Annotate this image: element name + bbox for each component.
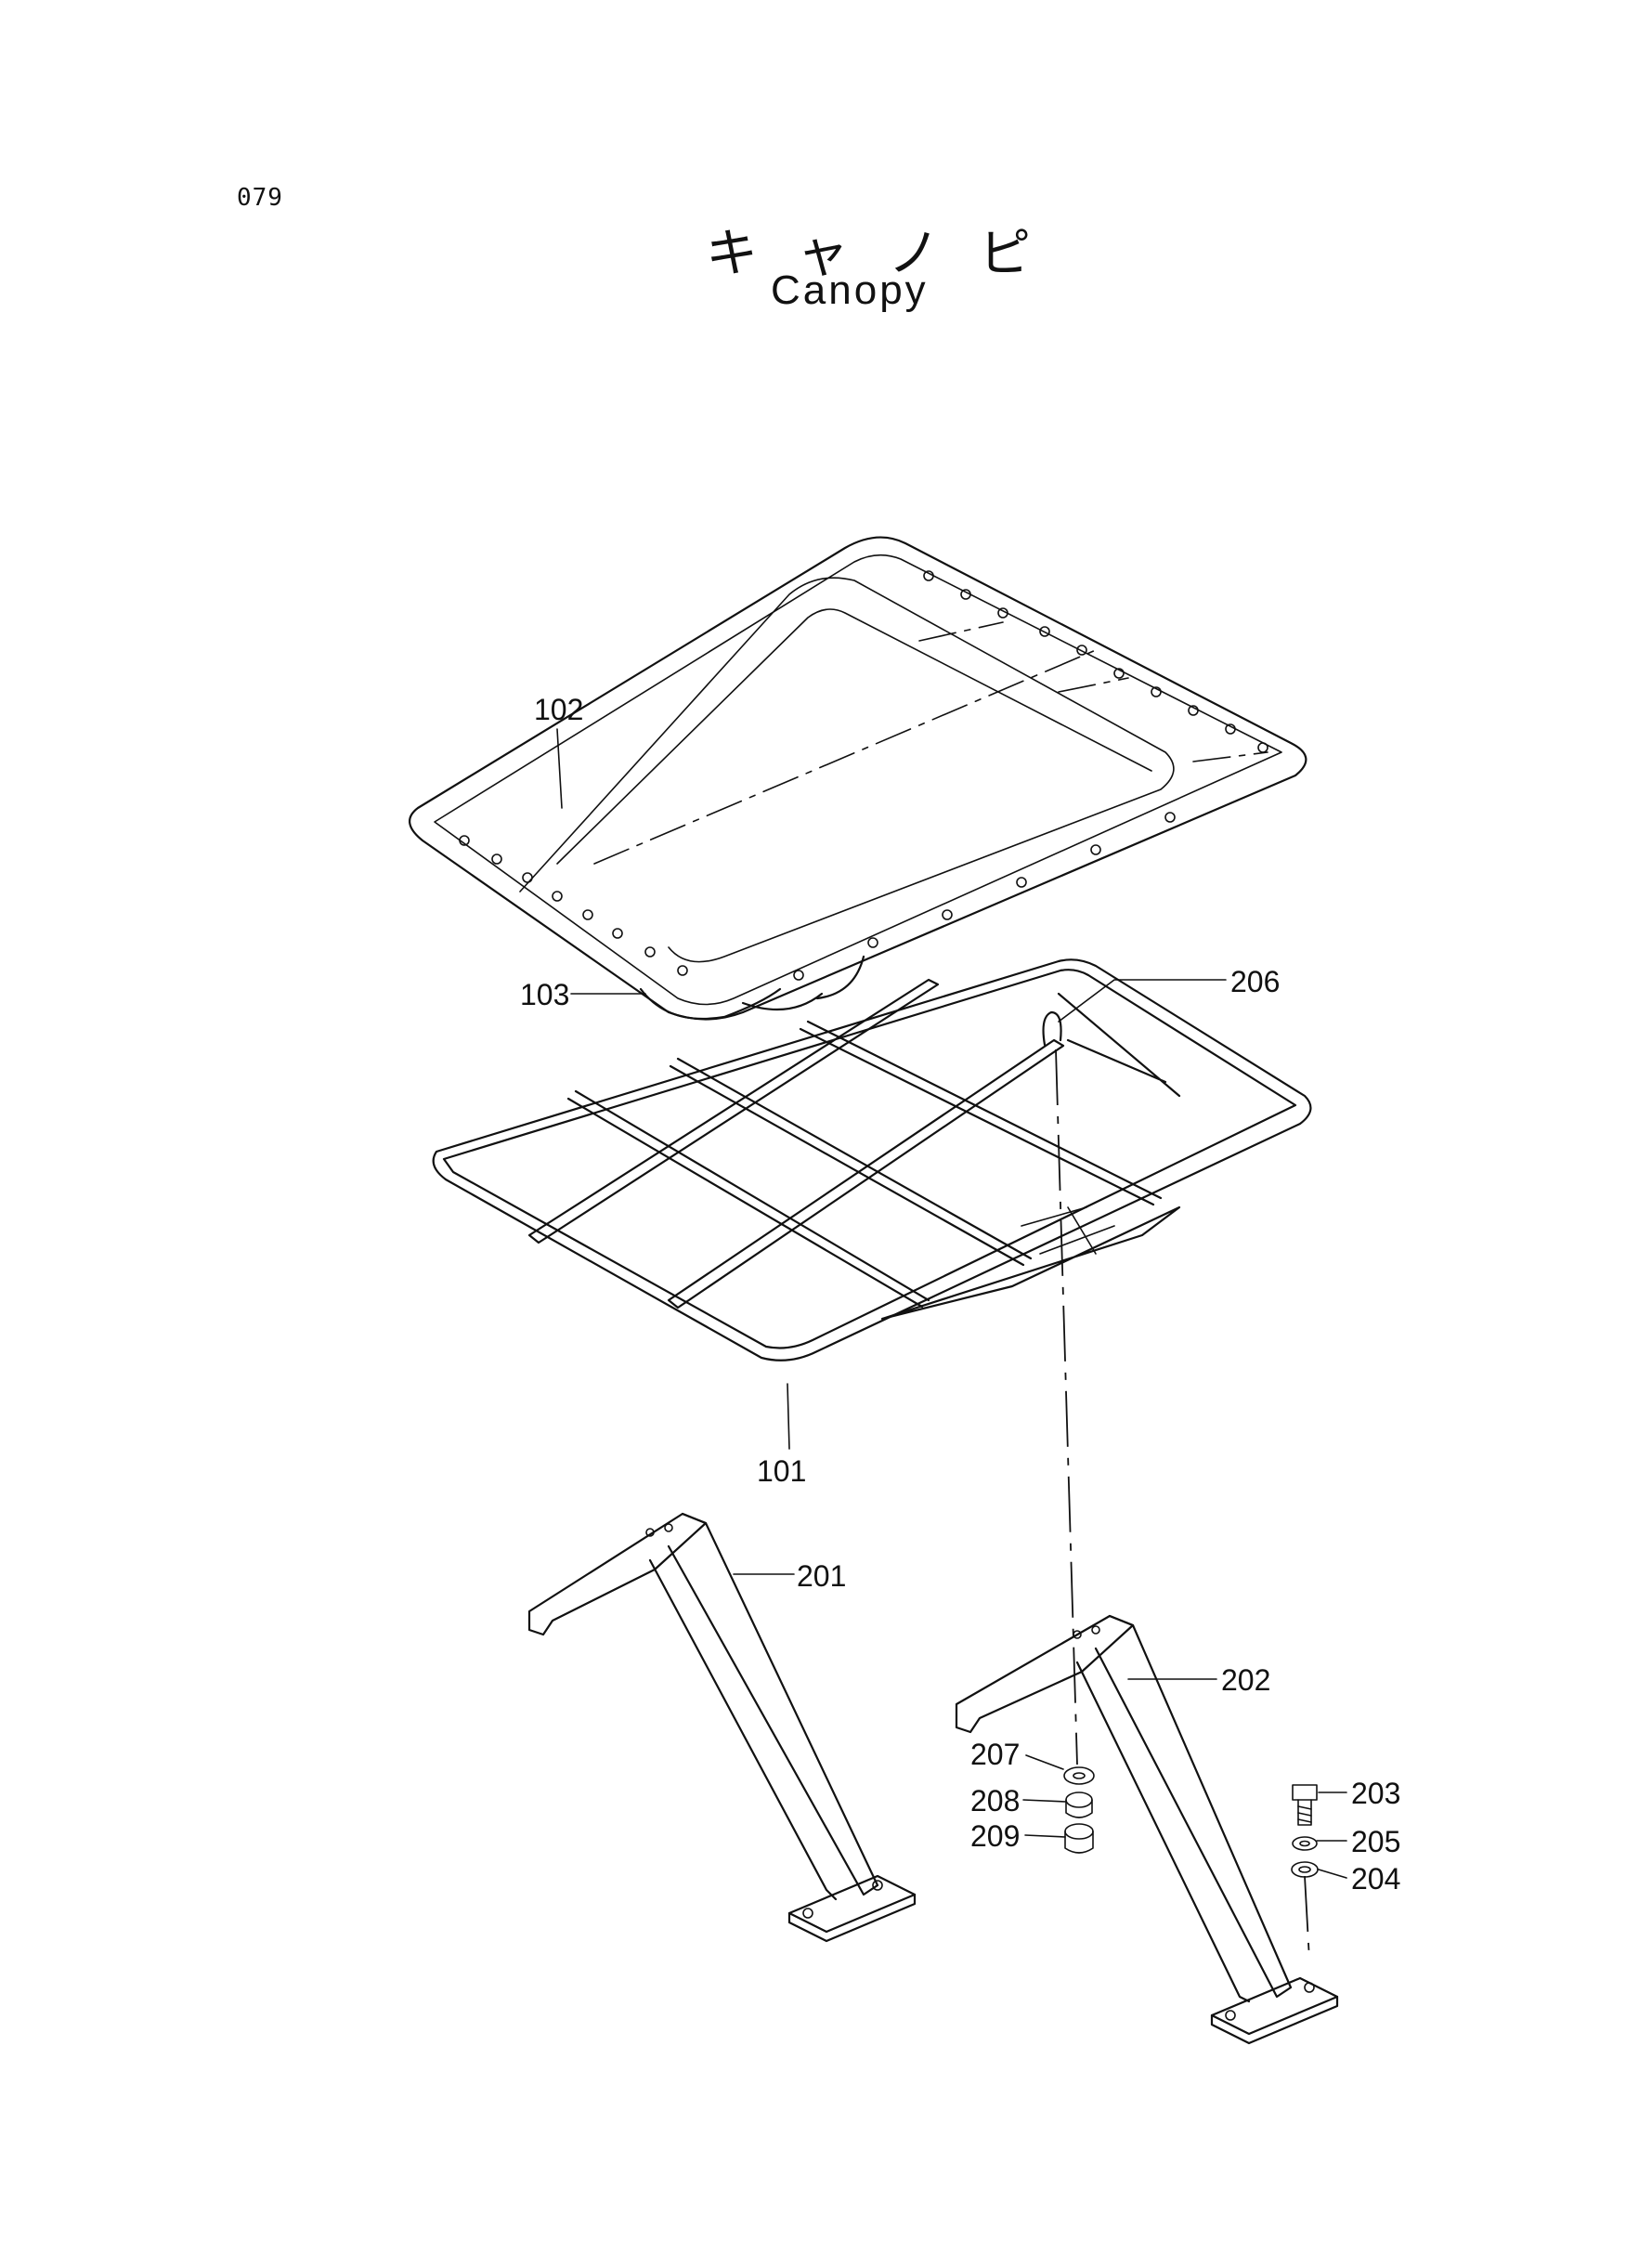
callout-203: 203 (1351, 1777, 1400, 1810)
alignment-line (1055, 1049, 1078, 1765)
hook-206 (1042, 1010, 1062, 1047)
stay-201 (527, 1512, 917, 1943)
callout-101: 101 (757, 1454, 806, 1488)
title-japanese: キャノピ (706, 224, 1070, 284)
stay-202 (955, 1614, 1339, 2045)
callout-209: 209 (970, 1819, 1020, 1853)
nut-209 (1064, 1823, 1094, 1854)
callout-202: 202 (1221, 1663, 1270, 1697)
callout-204: 204 (1351, 1862, 1400, 1896)
cords-103 (639, 955, 865, 1021)
lock-washer-205 (1292, 1836, 1318, 1851)
title-english: Canopy (771, 267, 929, 313)
canopy-frame-101 (432, 958, 1312, 1362)
callout-102: 102 (534, 693, 583, 726)
nut-208 (1065, 1791, 1093, 1818)
callout-207: 207 (970, 1738, 1020, 1771)
alignment-line-bolt (1304, 1875, 1310, 1961)
page-number: 079 (237, 184, 283, 212)
callout-103: 103 (520, 978, 569, 1011)
canopy-cover-102 (409, 536, 1307, 1021)
grommet-holes (459, 570, 1268, 981)
leader-lines (556, 728, 1347, 1879)
washer-204 (1291, 1861, 1319, 1878)
bolt-203 (1292, 1784, 1318, 1826)
callout-205: 205 (1351, 1825, 1400, 1858)
callout-208: 208 (970, 1784, 1020, 1818)
washer-207 (1063, 1766, 1095, 1785)
callout-206: 206 (1230, 965, 1280, 998)
callout-201: 201 (797, 1559, 846, 1593)
